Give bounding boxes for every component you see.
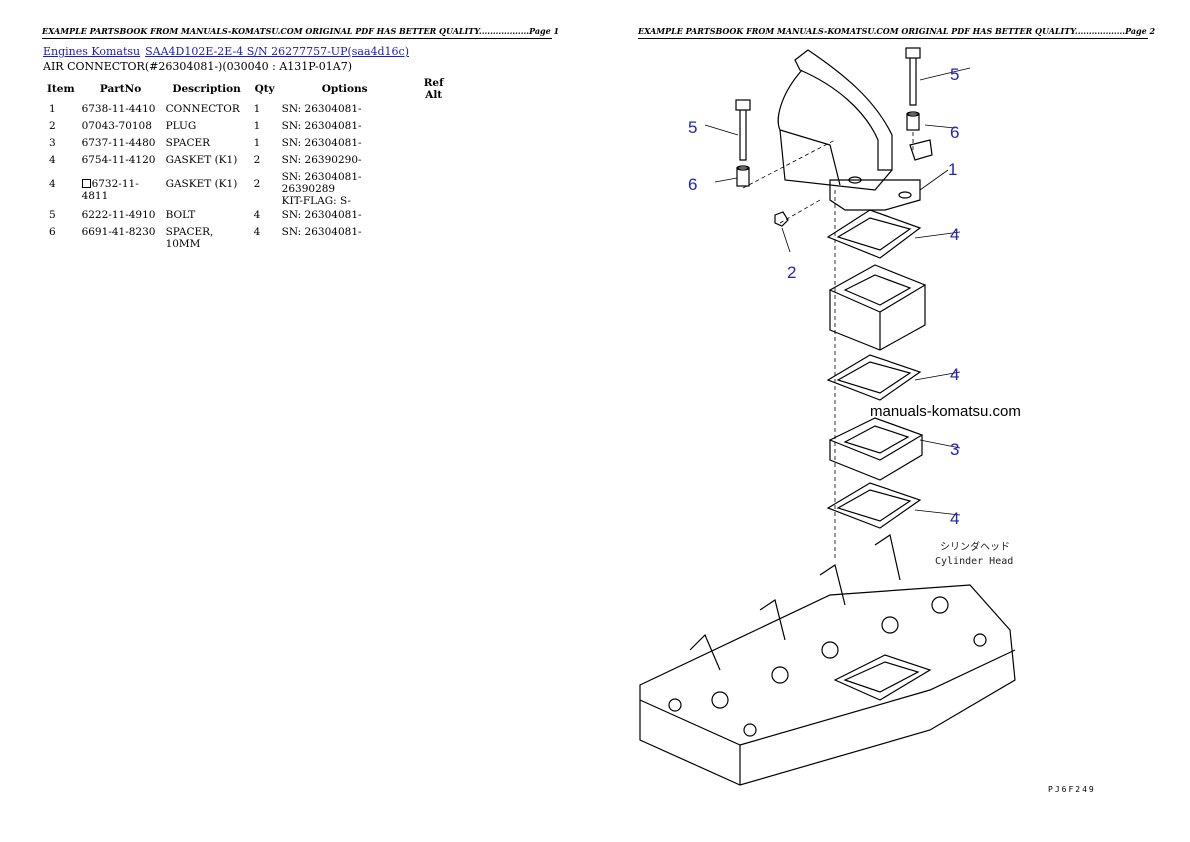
breadcrumb: Engines Komatsu SAA4D102E-2E-4 S/N 262777… <box>43 45 409 58</box>
breadcrumb-link-engines[interactable]: Engines Komatsu <box>43 45 141 58</box>
callout-1[interactable]: 1 <box>948 160 957 179</box>
cylinder-head-label-jp: シリンダヘッド <box>940 540 1010 553</box>
cylinder-head-label-en: Cylinder Head <box>935 556 1013 567</box>
callout-2[interactable]: 2 <box>787 263 796 282</box>
cell-partno-text: 6732-11-4811 <box>81 178 139 202</box>
cell-item: 3 <box>49 137 56 149</box>
cell-description: PLUG <box>165 120 197 132</box>
breadcrumb-link-model[interactable]: SAA4D102E-2E-4 S/N 26277757-UP(saa4d16c) <box>145 45 410 58</box>
cell-refalt <box>411 170 457 208</box>
page-header-1: EXAMPLE PARTSBOOK FROM MANUALS-KOMATSU.C… <box>42 26 559 39</box>
col-description: Description <box>172 83 241 95</box>
cell-partno: 6222-11-4910 <box>81 209 156 221</box>
gasket-top-drawing <box>826 209 922 259</box>
page-header-2: EXAMPLE PARTSBOOK FROM MANUALS-KOMATSU.C… <box>638 26 1155 39</box>
table-row: 1 6738-11-4410 CONNECTOR 1 SN: 26304081- <box>43 102 457 119</box>
cylinder-head-drawing <box>639 534 1016 786</box>
cell-description: SPACER, 10MM <box>165 226 214 250</box>
spacer-left-drawing <box>736 165 750 187</box>
callout-5-right[interactable]: 5 <box>950 65 959 84</box>
cell-description: CONNECTOR <box>165 103 240 115</box>
block-drawing <box>828 264 927 351</box>
table-row: 6 6691-41-8230 SPACER, 10MM 4 SN: 263040… <box>43 225 457 251</box>
kit-flag-checkbox-icon <box>81 179 91 188</box>
bolt-left-drawing <box>735 99 751 161</box>
table-row: 4 6754-11-4120 GASKET (K1) 2 SN: 2639029… <box>43 153 457 170</box>
col-refalt: Ref Alt <box>423 77 444 101</box>
cell-item: 5 <box>49 209 56 221</box>
gasket-bottom-drawing <box>826 482 922 529</box>
cell-options-line2: KIT-FLAG: S- <box>281 195 352 207</box>
table-row: 4 6732-11-4811 GASKET (K1) 2 SN: 2630408… <box>43 170 457 208</box>
callout-3[interactable]: 3 <box>950 440 959 459</box>
cell-partno: 6732-11-4811 <box>79 170 163 208</box>
cell-options: SN: 26390290- <box>281 154 362 166</box>
spacer-right-drawing <box>906 111 920 131</box>
cell-refalt <box>411 208 457 225</box>
spacer-drawing <box>828 417 924 481</box>
col-item: Item <box>47 83 75 95</box>
cell-partno: 6754-11-4120 <box>81 154 156 166</box>
callout-4-bottom[interactable]: 4 <box>950 509 959 528</box>
table-row: 3 6737-11-4480 SPACER 1 SN: 26304081- <box>43 136 457 153</box>
cell-partno: 07043-70108 <box>81 120 152 132</box>
gasket-middle-drawing <box>826 354 922 401</box>
cell-description: SPACER <box>165 137 211 149</box>
callout-4-middle[interactable]: 4 <box>950 365 959 384</box>
cell-options: SN: 26304081- <box>281 226 362 238</box>
cell-qty: 4 <box>253 209 261 221</box>
leader-lines <box>704 67 971 516</box>
cell-description: GASKET (K1) <box>165 178 238 190</box>
cell-qty: 1 <box>253 137 261 149</box>
cell-options: SN: 26304081- <box>281 137 362 149</box>
cell-qty: 1 <box>253 103 261 115</box>
cell-refalt <box>411 102 457 119</box>
cell-item: 4 <box>49 178 56 190</box>
callout-5-left[interactable]: 5 <box>688 118 697 137</box>
page-title: AIR CONNECTOR(#26304081-)(030040 : A131P… <box>43 60 353 73</box>
col-partno: PartNo <box>99 83 142 95</box>
parts-table: Item PartNo Description Qty Options Ref … <box>43 76 457 251</box>
bolt-right-drawing <box>905 47 921 106</box>
cell-options-line1: SN: 26304081-26390289 <box>281 171 362 195</box>
air-connector-drawing <box>777 49 933 211</box>
col-options: Options <box>321 83 368 95</box>
plug-drawing <box>774 211 789 227</box>
cell-description: BOLT <box>165 209 196 221</box>
cell-refalt <box>411 136 457 153</box>
cell-item: 4 <box>49 154 56 166</box>
table-row: 2 07043-70108 PLUG 1 SN: 26304081- <box>43 119 457 136</box>
cell-options: SN: 26304081-26390289 KIT-FLAG: S- <box>279 170 411 208</box>
callout-6-right[interactable]: 6 <box>950 123 959 142</box>
cell-item: 6 <box>49 226 56 238</box>
cell-item: 1 <box>49 103 56 115</box>
col-qty: Qty <box>254 83 275 95</box>
table-row: 5 6222-11-4910 BOLT 4 SN: 26304081- <box>43 208 457 225</box>
cell-qty: 2 <box>253 178 261 190</box>
cell-refalt <box>411 153 457 170</box>
callout-4-top[interactable]: 4 <box>950 225 959 244</box>
cell-qty: 4 <box>253 226 261 238</box>
cell-options: SN: 26304081- <box>281 103 362 115</box>
cell-item: 2 <box>49 120 56 132</box>
table-header-row: Item PartNo Description Qty Options Ref … <box>43 76 457 102</box>
cell-refalt <box>411 225 457 251</box>
callout-6-left[interactable]: 6 <box>688 175 697 194</box>
exploded-parts-diagram: 5 6 5 6 1 4 2 4 3 4 manuals-komatsu.com … <box>639 47 1096 794</box>
cell-options: SN: 26304081- <box>281 120 362 132</box>
cell-description: GASKET (K1) <box>165 154 238 166</box>
cell-qty: 2 <box>253 154 261 166</box>
cell-refalt <box>411 119 457 136</box>
watermark: manuals-komatsu.com <box>870 403 1021 420</box>
cell-qty: 1 <box>253 120 261 132</box>
cell-options: SN: 26304081- <box>281 209 362 221</box>
figure-code: PJ6F249 <box>1048 785 1096 794</box>
cell-partno: 6738-11-4410 <box>81 103 156 115</box>
cell-partno: 6691-41-8230 <box>81 226 156 238</box>
assembly-guide-lines <box>742 132 914 560</box>
cell-partno: 6737-11-4480 <box>81 137 156 149</box>
